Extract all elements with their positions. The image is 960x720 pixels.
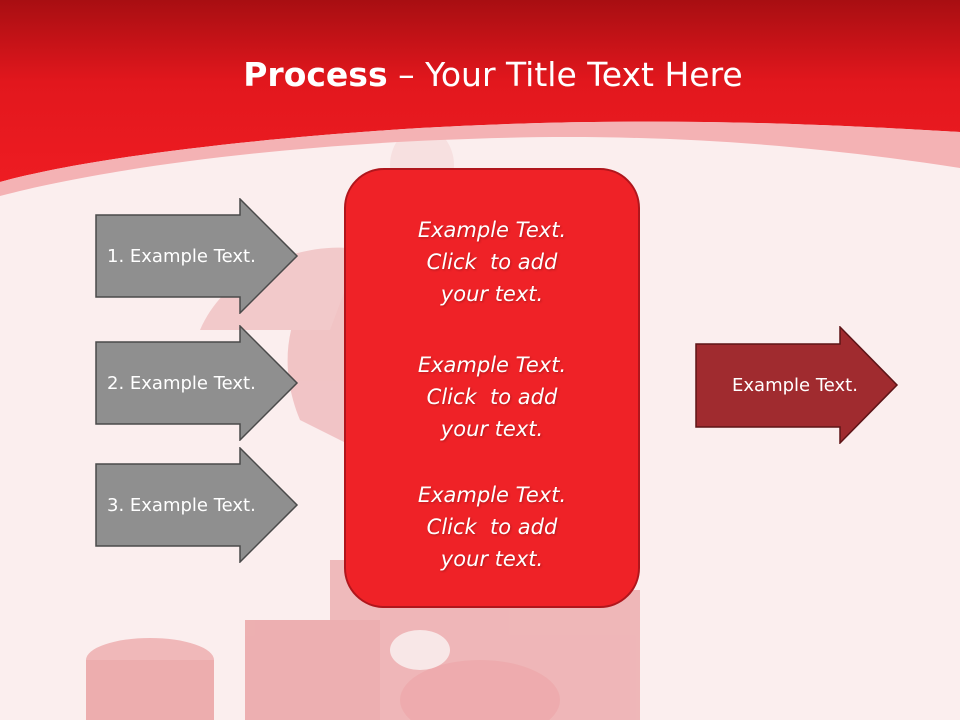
left-arrow-1[interactable]: 1. Example Text. — [95, 198, 299, 314]
right-arrow[interactable]: Example Text. — [695, 326, 899, 444]
title-rest: Your Title Text Here — [425, 55, 743, 94]
arrow-shape — [95, 198, 299, 314]
title-bold: Process — [243, 55, 388, 94]
header-swoosh — [0, 121, 960, 196]
left-arrow-3[interactable]: 3. Example Text. — [95, 447, 299, 563]
left-arrow-label: 2. Example Text. — [107, 372, 256, 394]
arrow-shape — [95, 447, 299, 563]
text-block-3: Example Text. Click to add your text. — [417, 483, 567, 571]
left-arrow-label: 1. Example Text. — [107, 245, 256, 267]
title-dash: – — [398, 55, 415, 94]
left-arrow-label: 3. Example Text. — [107, 494, 256, 516]
center-text-box[interactable]: Example Text. Click to add your text. Ex… — [344, 168, 640, 608]
arrow-shape — [95, 325, 299, 441]
left-arrow-2[interactable]: 2. Example Text. — [95, 325, 299, 441]
header-band — [0, 0, 960, 182]
right-arrow-label: Example Text. — [732, 374, 858, 396]
text-block-2: Example Text. Click to add your text. — [417, 353, 567, 441]
text-block-1: Example Text. Click to add your text. — [417, 218, 567, 306]
arrow-shape — [695, 326, 899, 444]
slide-title[interactable]: Process – Your Title Text Here — [0, 52, 960, 98]
